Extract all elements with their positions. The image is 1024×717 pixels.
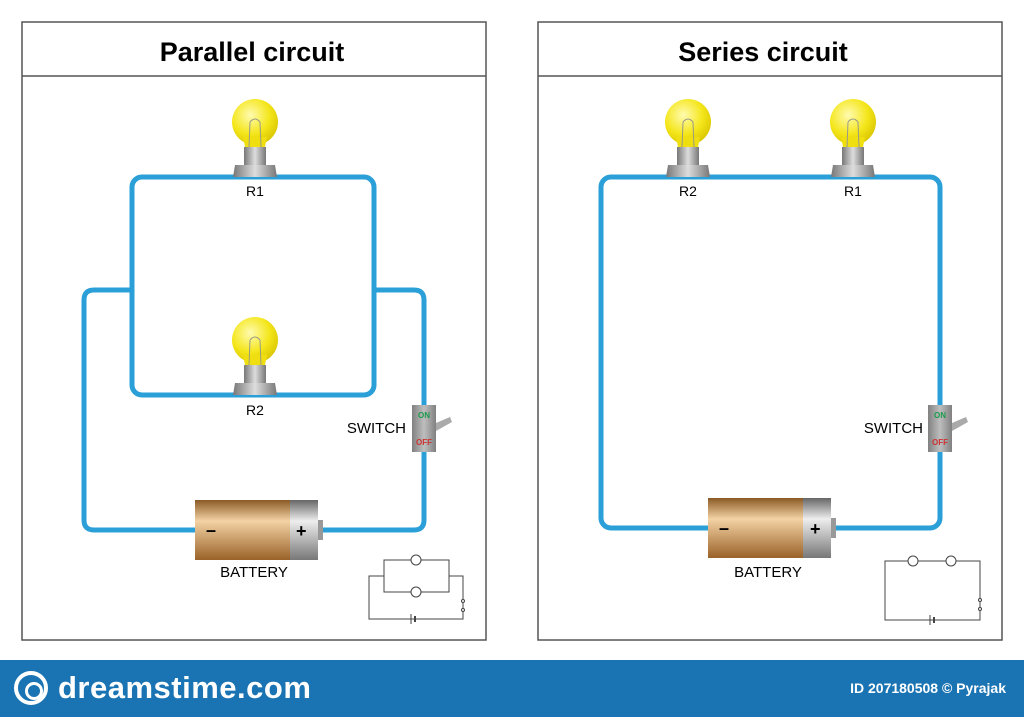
switch-off-label: OFF (932, 438, 948, 447)
series-title: Series circuit (678, 37, 848, 67)
image-credit: ID 207180508 © Pyrajak (850, 680, 1006, 696)
label-r2: R2 (679, 183, 697, 199)
logo-text: dreamstime.com (58, 670, 312, 705)
battery-plus: + (296, 521, 307, 541)
parallel-schematic (368, 554, 465, 624)
parallel-panel: Parallel circuit R1 R2 ON OFF SWITCH – +… (21, 21, 487, 641)
series-schematic (884, 555, 982, 625)
footer-bar: dreamstime.com ID 207180508 © Pyrajak (0, 660, 1024, 717)
switch-on-label: ON (934, 411, 946, 420)
switch-label: SWITCH (864, 420, 923, 437)
circuit-diagrams: Parallel circuit R1 R2 ON OFF SWITCH – +… (21, 21, 1003, 641)
label-r1: R1 (844, 183, 862, 199)
switch-on-label: ON (418, 411, 430, 420)
battery-label: BATTERY (220, 564, 288, 581)
bulb-r2-icon (231, 316, 279, 396)
label-r2: R2 (246, 402, 264, 418)
series-panel: Series circuit R2 R1 ON OFF SWITCH – + B… (537, 21, 1003, 641)
label-r1: R1 (246, 183, 264, 199)
battery-minus: – (206, 520, 216, 540)
dreamstime-logo-icon (14, 671, 48, 705)
switch-label: SWITCH (347, 420, 406, 437)
series-wires (598, 174, 943, 531)
bulb-r2-icon (664, 98, 712, 178)
battery-minus: – (719, 518, 729, 538)
switch-off-label: OFF (416, 438, 432, 447)
battery-plus: + (810, 519, 821, 539)
parallel-title: Parallel circuit (160, 37, 345, 67)
bulb-r1-icon (829, 98, 877, 178)
bulb-r1-icon (231, 98, 279, 178)
battery-label: BATTERY (734, 564, 802, 581)
dreamstime-logo: dreamstime.com (14, 670, 311, 706)
